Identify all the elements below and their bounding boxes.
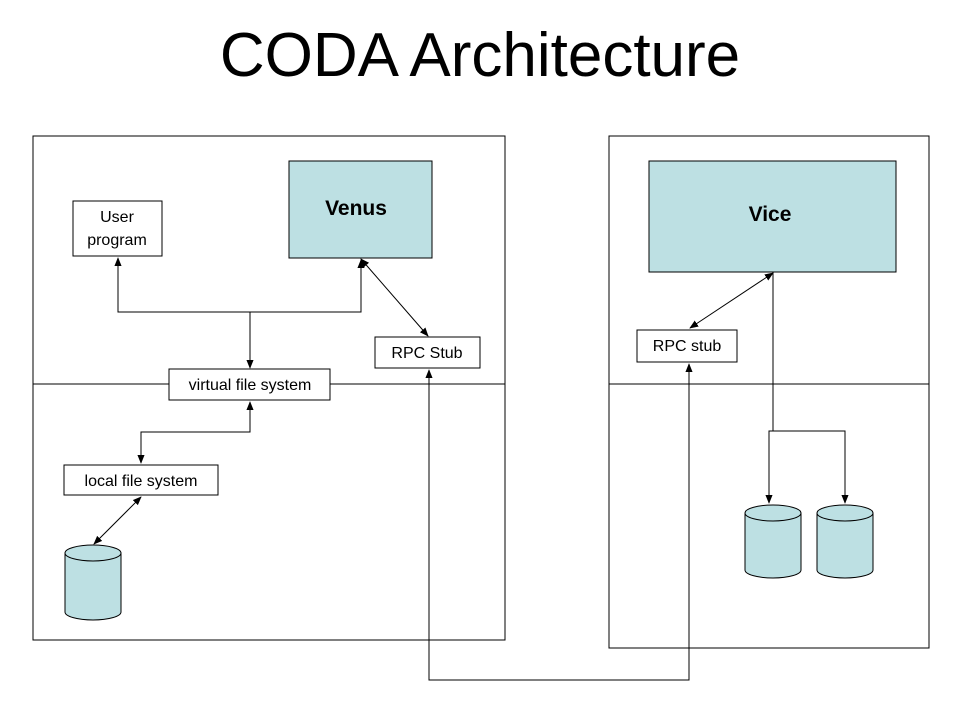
client-rpc-stub-box: RPC Stub xyxy=(374,336,481,369)
vfs-box: virtual file system xyxy=(168,368,331,401)
vfs-local-fs-arrow xyxy=(137,401,254,464)
server-rpc-stub-box: RPC stub xyxy=(636,329,738,363)
local-fs-disk-arrow xyxy=(93,496,142,545)
vfs-to-user-program-arrow xyxy=(114,257,250,313)
venus-label: Venus xyxy=(325,197,387,220)
user-program-label-line1: User xyxy=(100,209,134,226)
user-program-box: User program xyxy=(72,200,163,257)
server-disk-1 xyxy=(744,504,802,579)
venus-rpc-stub-arrow xyxy=(360,258,429,337)
server-rpc-stub-label: RPC stub xyxy=(653,338,722,355)
vice-to-disk1-arrow xyxy=(765,272,774,504)
client-rpc-stub-label: RPC Stub xyxy=(391,345,462,362)
page-title: CODA Architecture xyxy=(219,21,741,90)
local-fs-label: local file system xyxy=(85,473,198,490)
vice-box: Vice xyxy=(648,160,897,273)
vice-label: Vice xyxy=(749,203,792,226)
vfs-label: virtual file system xyxy=(189,377,312,394)
venus-box: Venus xyxy=(288,160,433,259)
network-rpc-arrow xyxy=(425,363,693,681)
vice-to-disk2-arrow xyxy=(773,430,849,504)
vice-rpc-stub-arrow xyxy=(689,272,774,329)
user-program-label-line2: program xyxy=(87,232,147,249)
client-disk xyxy=(64,544,122,621)
server-disk-2 xyxy=(816,504,874,579)
local-fs-box: local file system xyxy=(63,464,219,496)
